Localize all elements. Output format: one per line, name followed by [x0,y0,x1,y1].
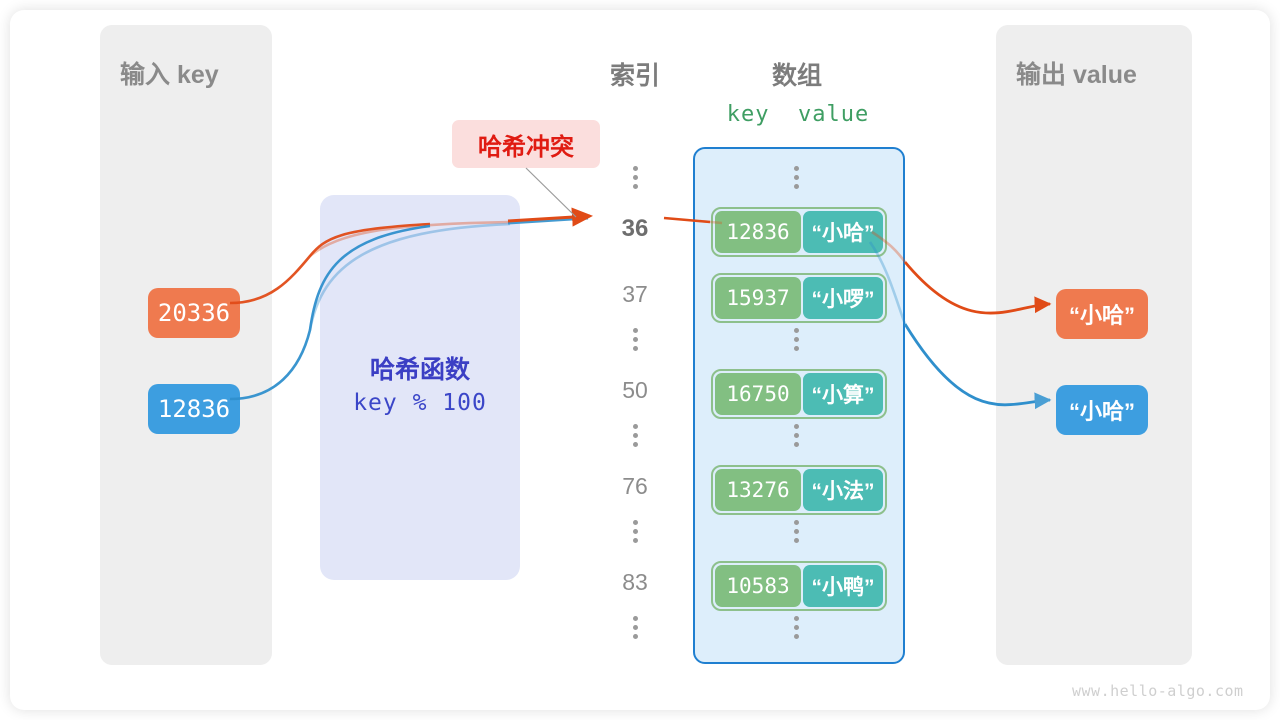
array-ellipsis [789,166,803,189]
output-value-pill[interactable]: “小哈” [1056,289,1148,339]
array-entry[interactable]: 12836 “小哈” [711,207,887,257]
array-entry[interactable]: 13276 “小法” [711,465,887,515]
array-ellipsis [789,520,803,543]
index-label-37: 37 [622,281,648,307]
entry-key: 12836 [715,211,801,253]
input-key-panel [100,25,272,665]
index-label-83: 83 [622,569,648,595]
input-key-pill[interactable]: 12836 [148,384,240,434]
array-ellipsis [789,424,803,447]
array-entry[interactable]: 16750 “小算” [711,369,887,419]
collision-leader-line [525,167,577,218]
diagram-canvas: 输入 key 输出 value 索引 数组 key value 哈希函数 key… [10,10,1270,710]
entry-value: “小鸭” [803,565,883,607]
array-entry[interactable]: 15937 “小啰” [711,273,887,323]
index-label-50: 50 [622,377,648,403]
entry-value: “小法” [803,469,883,511]
output-panel-title: 输出 value [1016,61,1137,89]
entry-key: 16750 [715,373,801,415]
hash-function-expression: key % 100 [353,390,487,416]
index-column-title: 索引 [609,62,660,90]
watermark: www.hello-algo.com [1072,682,1244,700]
index-ellipsis [628,166,642,189]
entry-key: 10583 [715,565,801,607]
array-entry[interactable]: 10583 “小鸭” [711,561,887,611]
index-ellipsis [628,328,642,351]
collision-label: 哈希冲突 [452,120,600,168]
index-label-76: 76 [622,473,648,499]
key-value-header: key value [726,102,870,127]
input-key-pill[interactable]: 20336 [148,288,240,338]
index-ellipsis [628,520,642,543]
output-value-panel [996,25,1192,665]
input-panel-title: 输入 key [120,61,219,89]
entry-key: 15937 [715,277,801,319]
arrow-to-index-36-top [507,207,593,227]
entry-value: “小算” [803,373,883,415]
array-ellipsis [789,328,803,351]
hash-function-box [320,195,520,580]
arrow-to-index-36 [507,216,589,225]
output-value-pill[interactable]: “小哈” [1056,385,1148,435]
index-ellipsis [628,616,642,639]
index-label-36: 36 [621,215,649,242]
hash-function-name: 哈希函数 [369,356,470,384]
array-column-title: 数组 [771,62,822,90]
entry-key: 13276 [715,469,801,511]
entry-value: “小哈” [803,211,883,253]
entry-value: “小啰” [803,277,883,319]
array-ellipsis [789,616,803,639]
index-ellipsis [628,424,642,447]
